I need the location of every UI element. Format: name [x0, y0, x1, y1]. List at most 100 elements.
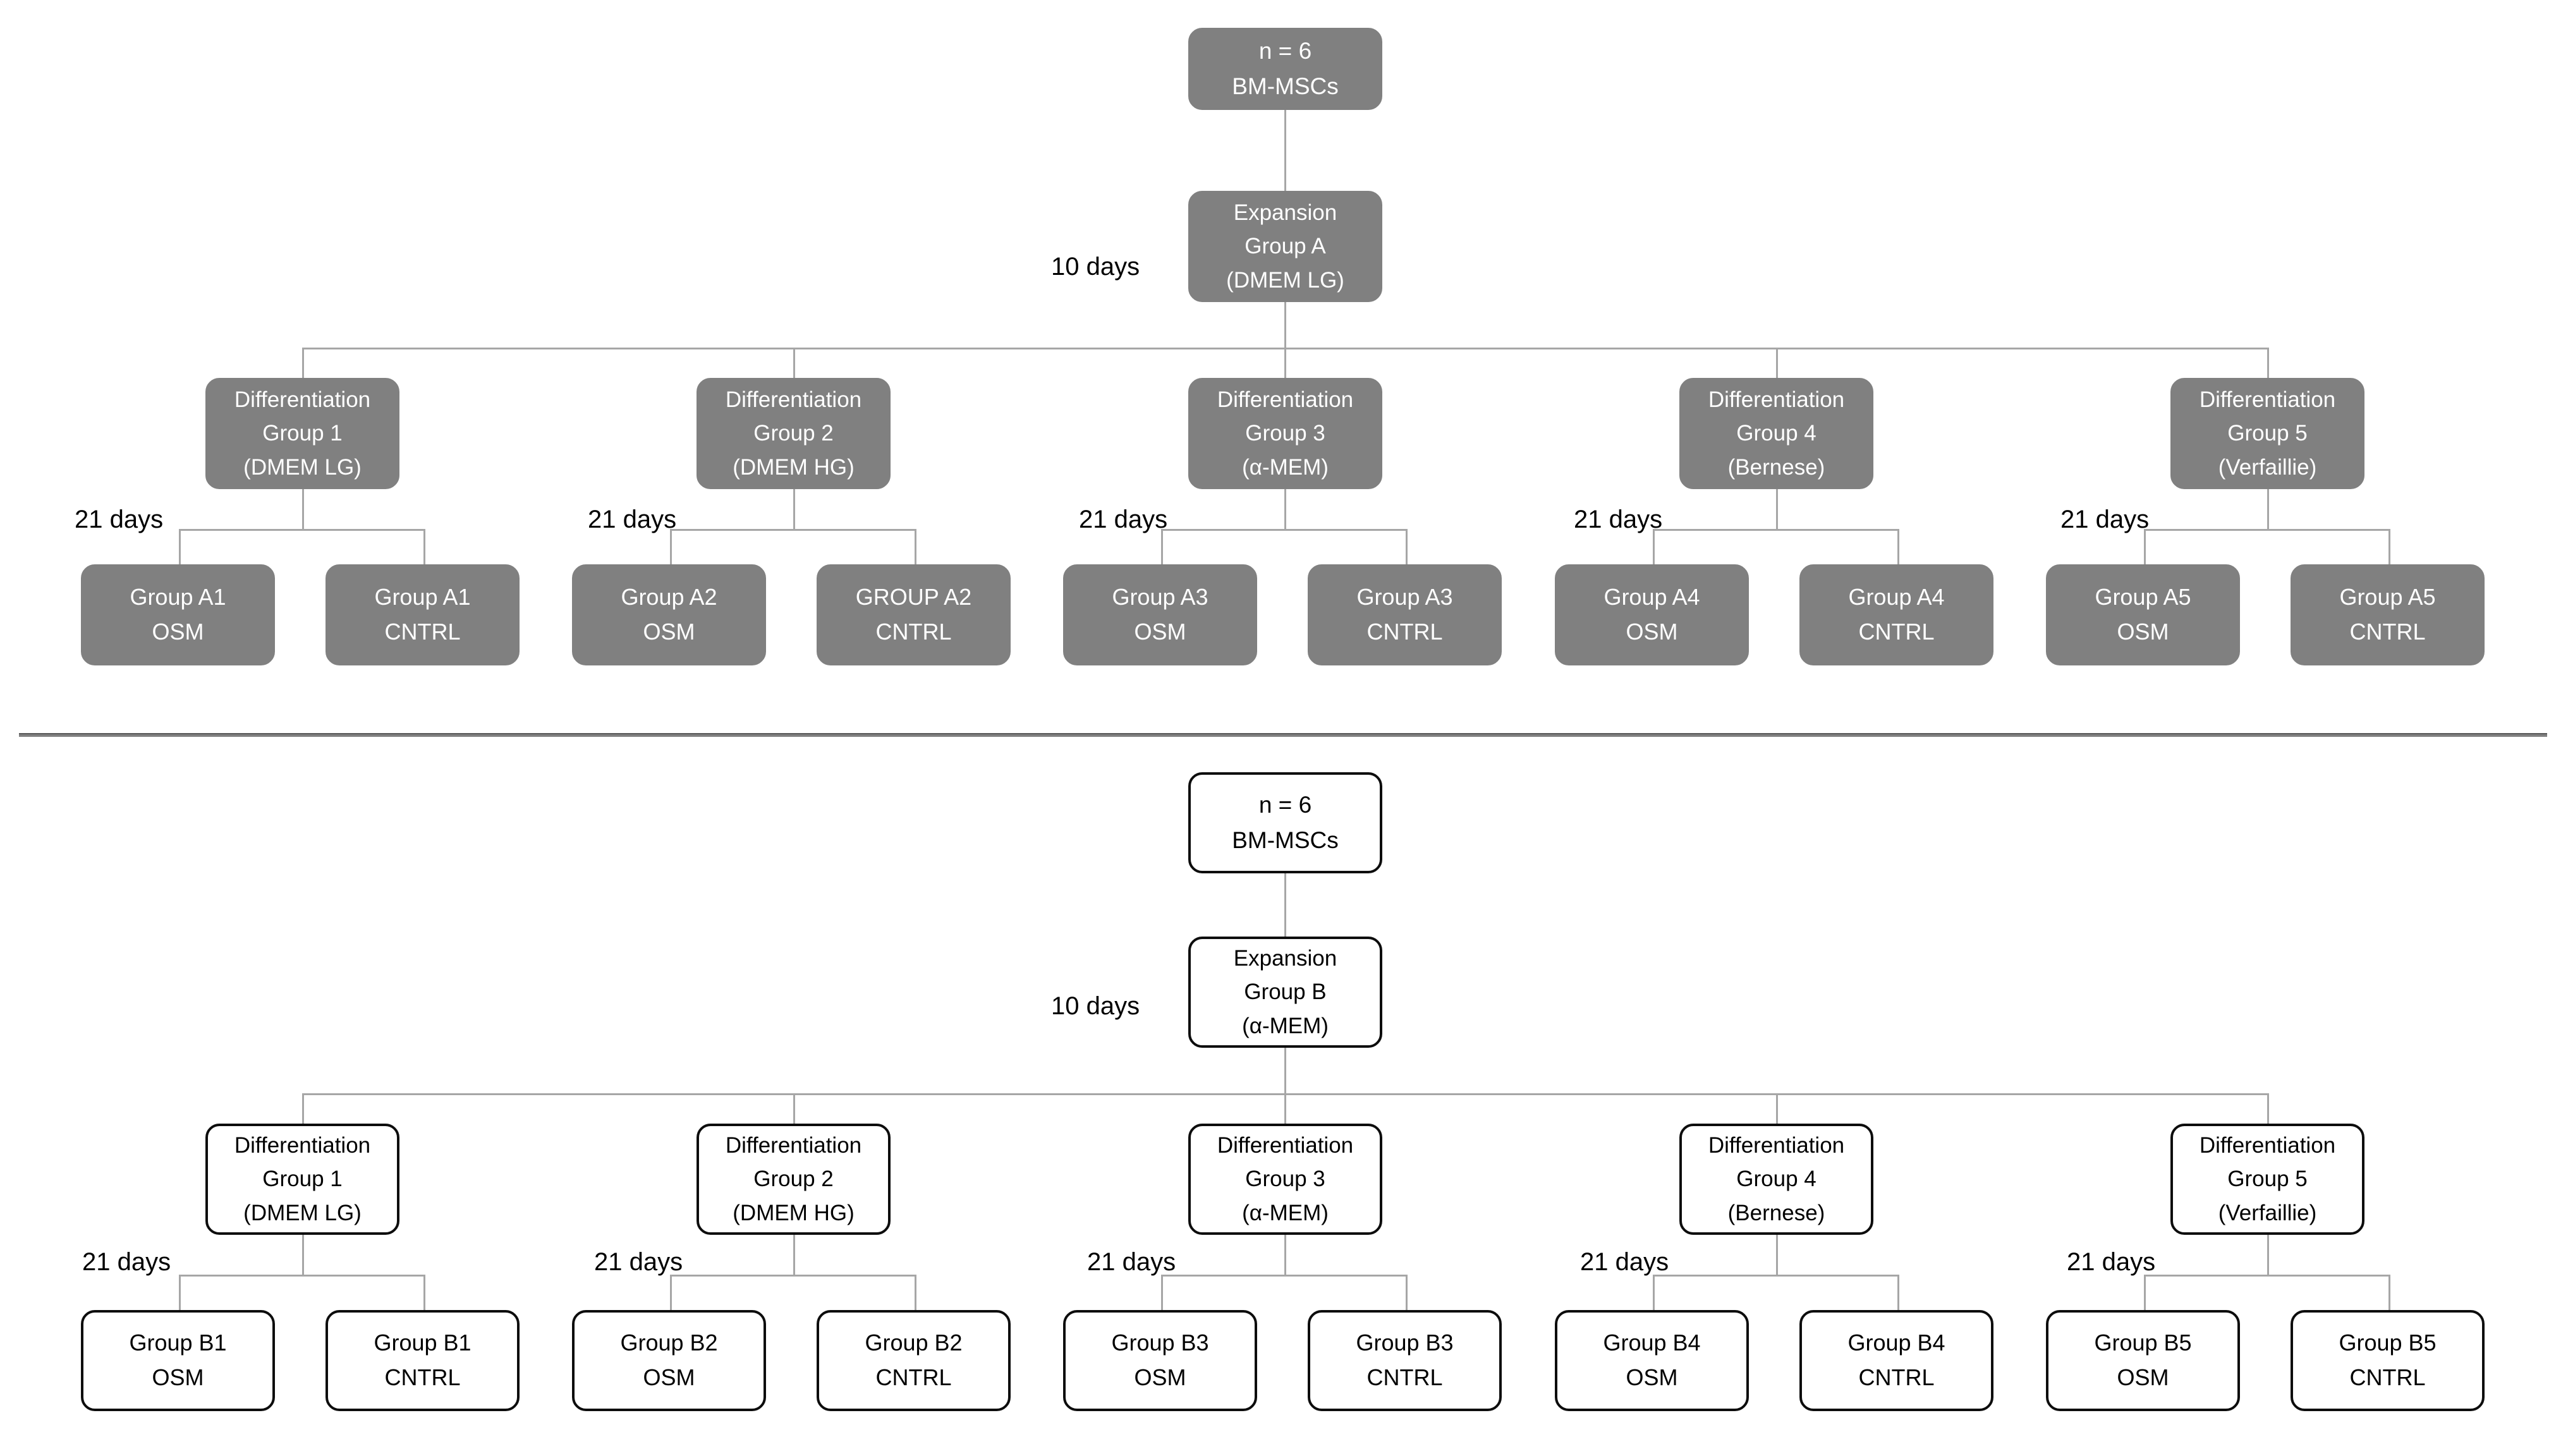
section-b-expansion-box[interactable]: Expansion Group B (α-MEM): [1188, 937, 1382, 1048]
section-a-diff-drop-1: [302, 348, 304, 389]
section-b-pair-1-drop-left: [179, 1275, 181, 1311]
section-b-pair-3-stem: [1284, 1235, 1286, 1276]
section-a-leaf-1-line1: Group A1: [130, 584, 226, 610]
section-b-diff-4-duration-label: 21 days: [1580, 1248, 1669, 1276]
section-a-expansion-line3: (DMEM LG): [1226, 267, 1344, 293]
section-b-differentiation-box-5[interactable]: Differentiation Group 5 (Verfaillie): [2170, 1124, 2364, 1235]
section-b-diff-2-line1: Differentiation: [725, 1133, 862, 1158]
section-b-diff-drop-5: [2267, 1093, 2269, 1135]
section-b-leaf-2-line1: Group B1: [374, 1330, 472, 1356]
section-b-diff-4-line1: Differentiation: [1708, 1133, 1845, 1158]
section-a-differentiation-box-1[interactable]: Differentiation Group 1 (DMEM LG): [205, 378, 399, 489]
section-a-leaf-box-7[interactable]: Group A4 OSM: [1555, 564, 1749, 665]
section-a-diff-1-line3: (DMEM LG): [243, 454, 362, 480]
section-b-leaf-box-2[interactable]: Group B1 CNTRL: [326, 1310, 520, 1411]
section-a-leaf-box-2[interactable]: Group A1 CNTRL: [326, 564, 520, 665]
section-b-pair-3-drop-left: [1161, 1275, 1163, 1311]
section-a-leaf-box-10[interactable]: Group A5 CNTRL: [2291, 564, 2485, 665]
section-a-pair-4-drop-left: [1653, 529, 1655, 566]
section-b-pair-1-drop-right: [423, 1275, 425, 1311]
section-a-expansion-box[interactable]: Expansion Group A (DMEM LG): [1188, 191, 1382, 302]
section-b-diff-1-line1: Differentiation: [234, 1133, 371, 1158]
section-a-differentiation-box-5[interactable]: Differentiation Group 5 (Verfaillie): [2170, 378, 2364, 489]
section-a-leaf-box-5[interactable]: Group A3 OSM: [1063, 564, 1257, 665]
section-b-pair-4-stem: [1776, 1235, 1778, 1276]
section-a-pair-4-drop-right: [1897, 529, 1899, 566]
section-b-pair-1-bus: [179, 1275, 425, 1277]
section-b-differentiation-box-3[interactable]: Differentiation Group 3 (α-MEM): [1188, 1124, 1382, 1235]
section-b-differentiation-box-2[interactable]: Differentiation Group 2 (DMEM HG): [697, 1124, 891, 1235]
section-a-pair-2-drop-right: [915, 529, 916, 566]
section-b-expansion-duration-label: 10 days: [1051, 992, 1140, 1020]
section-a-pair-5-drop-left: [2144, 529, 2146, 566]
section-b-diff-1-line3: (DMEM LG): [243, 1200, 362, 1225]
section-a-pair-3-bus: [1161, 529, 1408, 531]
section-b-expansion-line1: Expansion: [1233, 946, 1337, 971]
section-a-leaf-box-6[interactable]: Group A3 CNTRL: [1308, 564, 1502, 665]
section-a-leaf-box-4[interactable]: GROUP A2 CNTRL: [817, 564, 1011, 665]
section-b-expansion-line3: (α-MEM): [1242, 1013, 1329, 1038]
section-a-leaf-10-line2: CNTRL: [2349, 619, 2426, 645]
section-b-root-line1: n = 6: [1258, 791, 1312, 818]
section-b-leaf-box-6[interactable]: Group B3 CNTRL: [1308, 1310, 1502, 1411]
section-b-diff-1-line2: Group 1: [262, 1167, 343, 1192]
section-b-leaf-1-line1: Group B1: [129, 1330, 227, 1356]
section-b-leaf-box-9[interactable]: Group B5 OSM: [2046, 1310, 2240, 1411]
section-b-diff-3-duration-label: 21 days: [1087, 1248, 1176, 1276]
section-b-pair-5-stem: [2267, 1235, 2269, 1276]
section-b-leaf-box-3[interactable]: Group B2 OSM: [572, 1310, 766, 1411]
section-a-diff-2-duration-label: 21 days: [588, 506, 677, 533]
section-b-leaf-7-line2: OSM: [1626, 1364, 1678, 1390]
section-b-pair-4-bus: [1653, 1275, 1899, 1277]
section-b-diff-5-duration-label: 21 days: [2067, 1248, 2156, 1276]
section-a-differentiation-box-2[interactable]: Differentiation Group 2 (DMEM HG): [697, 378, 891, 489]
section-a-diff-4-line1: Differentiation: [1708, 387, 1845, 413]
section-b-pair-4-drop-right: [1897, 1275, 1899, 1311]
section-b-pair-3-bus: [1161, 1275, 1408, 1277]
section-a-diff-2-line3: (DMEM HG): [733, 454, 855, 480]
section-a-pair-4-bus: [1653, 529, 1899, 531]
section-b-diff-4-line3: (Bernese): [1727, 1200, 1825, 1225]
section-a-pair-2-drop-left: [670, 529, 672, 566]
section-a-pair-3-stem: [1284, 489, 1286, 530]
section-b-diff-4-line2: Group 4: [1736, 1167, 1816, 1192]
section-b-differentiation-box-4[interactable]: Differentiation Group 4 (Bernese): [1679, 1124, 1873, 1235]
section-b-leaf-box-1[interactable]: Group B1 OSM: [81, 1310, 275, 1411]
section-a-leaf-box-9[interactable]: Group A5 OSM: [2046, 564, 2240, 665]
section-b-diff-3-line2: Group 3: [1245, 1167, 1325, 1192]
section-b-leaf-box-4[interactable]: Group B2 CNTRL: [817, 1310, 1011, 1411]
section-a-leaf-box-8[interactable]: Group A4 CNTRL: [1799, 564, 1993, 665]
section-a-leaf-5-line1: Group A3: [1112, 584, 1208, 610]
section-a-diff-3-line1: Differentiation: [1217, 387, 1354, 413]
section-a-differentiation-box-4[interactable]: Differentiation Group 4 (Bernese): [1679, 378, 1873, 489]
section-a-root-box[interactable]: n = 6 BM-MSCs: [1188, 28, 1382, 110]
section-b-diff-2-line3: (DMEM HG): [733, 1200, 855, 1225]
section-b-leaf-box-10[interactable]: Group B5 CNTRL: [2291, 1310, 2485, 1411]
section-a-pair-2-bus: [670, 529, 916, 531]
section-a-expansion-line2: Group A: [1244, 234, 1326, 259]
section-b-leaf-box-5[interactable]: Group B3 OSM: [1063, 1310, 1257, 1411]
section-b-pair-5-drop-left: [2144, 1275, 2146, 1311]
section-b-leaf-box-7[interactable]: Group B4 OSM: [1555, 1310, 1749, 1411]
section-b-leaf-6-line1: Group B3: [1356, 1330, 1454, 1356]
section-a-pair-1-bus: [179, 529, 425, 531]
section-b-leaf-6-line2: CNTRL: [1366, 1364, 1443, 1390]
section-b-diff-5-line2: Group 5: [2227, 1167, 2308, 1192]
section-b-pair-3-drop-right: [1406, 1275, 1408, 1311]
section-b-diff-3-line3: (α-MEM): [1242, 1200, 1329, 1225]
section-a-diff-2-line2: Group 2: [753, 421, 834, 446]
section-a-pair-1-stem: [302, 489, 304, 530]
section-b-diff-drop-1: [302, 1093, 304, 1135]
section-a-differentiation-box-3[interactable]: Differentiation Group 3 (α-MEM): [1188, 378, 1382, 489]
section-b-root-box[interactable]: n = 6 BM-MSCs: [1188, 772, 1382, 873]
section-b-leaf-8-line1: Group B4: [1847, 1330, 1945, 1356]
section-a-leaf-box-1[interactable]: Group A1 OSM: [81, 564, 275, 665]
section-a-leaf-4-line1: GROUP A2: [855, 584, 972, 610]
section-b-pair-1-stem: [302, 1235, 304, 1276]
section-a-pair-1-drop-left: [179, 529, 181, 566]
section-a-diff-5-line3: (Verfaillie): [2218, 454, 2317, 480]
section-b-leaf-box-8[interactable]: Group B4 CNTRL: [1799, 1310, 1993, 1411]
section-b-leaf-4-line1: Group B2: [865, 1330, 963, 1356]
section-a-leaf-box-3[interactable]: Group A2 OSM: [572, 564, 766, 665]
section-b-differentiation-box-1[interactable]: Differentiation Group 1 (DMEM LG): [205, 1124, 399, 1235]
